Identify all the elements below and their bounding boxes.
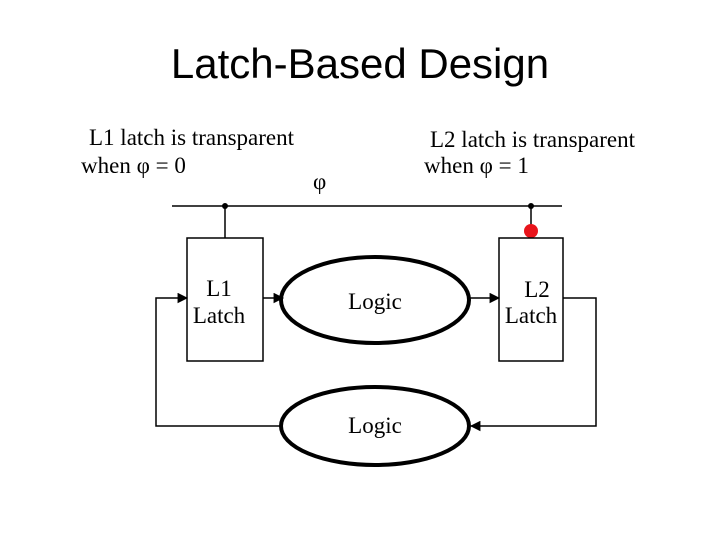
l1-note-line1: L1 latch is transparent [89, 125, 295, 150]
l1-latch-label-line1: L1 [206, 276, 232, 301]
l1-note-line2: when φ = 0 [81, 153, 186, 178]
logic-bottom-label: Logic [348, 413, 402, 438]
slide-title: Latch-Based Design [170, 40, 550, 87]
l2-latch-label-line2: Latch [504, 303, 558, 328]
clock-phi-label: φ [313, 169, 327, 194]
wire-l2-to-logic-bottom [469, 297, 597, 432]
wire-logic-bottom-to-l1 [155, 292, 281, 427]
l2-latch-label-line1: L2 [524, 277, 550, 302]
l2-note-line2: when φ = 1 [424, 153, 529, 178]
inverting-clock-bubble [524, 224, 538, 238]
logic-top-label: Logic [348, 289, 402, 314]
l2-note-line1: L2 latch is transparent [430, 127, 636, 152]
l1-latch-label-line2: Latch [192, 303, 246, 328]
